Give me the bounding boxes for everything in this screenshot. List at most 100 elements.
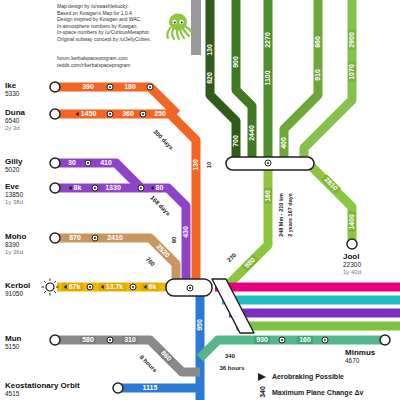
sphere-of-influence-value: 13850 (5, 191, 23, 199)
station-label: Ike5330 (5, 81, 19, 98)
orbit-stop (147, 84, 153, 90)
delta-v-value: 180 (122, 83, 138, 91)
route-line (222, 296, 400, 305)
transfer-hub (226, 157, 314, 170)
sphere-of-influence-value: 4670 (345, 357, 375, 365)
route-line (236, 322, 400, 331)
sphere-of-influence-value: 5020 (5, 166, 22, 174)
end-station (50, 109, 60, 119)
delta-v-value: 250 (152, 110, 168, 118)
end-station (50, 335, 60, 345)
orbit-stop (140, 111, 146, 117)
credit-text: Design inspired by Kowgan and WAC. (57, 16, 142, 22)
note-text: 340 (259, 386, 266, 398)
credit-text: In-atmosphere numbers by Kowgan. (57, 23, 138, 29)
sphere-of-influence-value: 4515 (5, 390, 80, 398)
note-text: 8 hours (138, 354, 158, 374)
end-station (347, 239, 357, 249)
delta-v-value: 2900 (348, 30, 356, 50)
end-station (50, 158, 60, 168)
station-label: Gilly5020 (5, 157, 22, 174)
note-text: 270 (226, 252, 238, 264)
delta-v-value: 410 (98, 159, 114, 167)
transfer-period: 1y 36d (5, 249, 26, 256)
body-name: Duna (5, 108, 25, 117)
octopus-logo (167, 14, 192, 40)
orbit-stop (92, 185, 98, 191)
end-station (50, 183, 60, 193)
transfer-period: 1y 40d (343, 269, 361, 276)
delta-v-value: 1330 (103, 184, 123, 192)
delta-v-value: 67k (62, 283, 83, 291)
delta-v-value: 580 (80, 336, 96, 344)
orbit-stop (87, 284, 93, 290)
delta-v-value: 2520 (153, 241, 173, 261)
note-text: 248 Mm - 210 km (278, 193, 285, 237)
station-label: Eve138501y 38d (5, 182, 23, 206)
route-line (215, 283, 400, 292)
eve-line (55, 188, 186, 284)
sphere-of-influence-value: 8390 (5, 241, 26, 249)
transfer-hub (212, 279, 254, 333)
kerbol-line (57, 283, 172, 292)
credit-text: In-space numbers by /u/CuriousMetaphor. (57, 29, 150, 35)
orbit-stop (92, 235, 98, 241)
note-text: 300 days (152, 129, 175, 152)
route-line (229, 309, 400, 318)
delta-v-value: 2410 (105, 234, 125, 242)
end-station (380, 335, 390, 345)
orbit-stop (322, 337, 328, 343)
note-text: 2 years 167 days (287, 193, 294, 237)
orbit-stop (107, 111, 113, 117)
station-label: Moho83901y 36d (5, 232, 26, 256)
transfer-period: 2y 3d (5, 125, 25, 132)
credit-text: Based on Kowgan's Map for 1.0.4. (57, 10, 133, 16)
delta-v-value: 820 (206, 70, 214, 86)
delta-v-value: 930 (254, 336, 270, 344)
body-name: Mun (5, 334, 21, 343)
duna-line (55, 114, 196, 284)
delta-v-value: 910 (314, 67, 322, 83)
body-name: Kerbol (5, 281, 30, 290)
delta-v-value: 160 (264, 188, 272, 204)
delta-v-value: 6k (142, 283, 159, 291)
sphere-of-influence-value: 91050 (5, 290, 30, 298)
orbit-stop (130, 284, 136, 290)
moon-line (304, 0, 352, 160)
note-text: 168 days (149, 195, 172, 218)
orbit-stop (265, 160, 271, 166)
station-label: Kerbol91050 (5, 281, 30, 298)
orbit-stop (279, 337, 285, 343)
body-name: Ike (5, 81, 19, 90)
delta-v-value: 430 (182, 224, 190, 240)
station-label: Duna65402y 3d (5, 108, 25, 132)
delta-v-value: 160 (297, 336, 313, 344)
delta-v-value: 1070 (348, 62, 356, 82)
orbit-stop (85, 160, 91, 166)
note-text: 340 (225, 353, 235, 360)
sphere-of-influence-value: 6540 (5, 117, 25, 125)
delta-v-value: 400 (280, 135, 288, 151)
end-station (50, 233, 60, 243)
note-text: 10 (206, 162, 213, 169)
delta-v-value: 1100 (264, 68, 272, 87)
delta-v-value: 130 (192, 157, 200, 173)
end-stations (50, 82, 390, 393)
kerbin-line (191, 0, 201, 55)
delta-v-value: 360 (120, 110, 136, 118)
delta-v-value: 1115 (141, 384, 160, 392)
orbit-stop (187, 285, 193, 291)
delta-v-value: 2440 (248, 123, 256, 143)
body-name: Eve (5, 182, 23, 191)
mun-line (55, 340, 200, 372)
note-text: 36 hours (219, 365, 244, 372)
orbit-stop (107, 84, 113, 90)
delta-v-value: 860 (314, 34, 322, 50)
sphere-of-influence-value: 5150 (5, 343, 21, 351)
delta-v-value: 13.7k (99, 283, 126, 291)
delta-v-value: 900 (232, 54, 240, 70)
orbit-stop (107, 337, 113, 343)
station-label: Jool223001y 40d (343, 252, 361, 276)
delta-v-value: 700 (232, 133, 240, 149)
